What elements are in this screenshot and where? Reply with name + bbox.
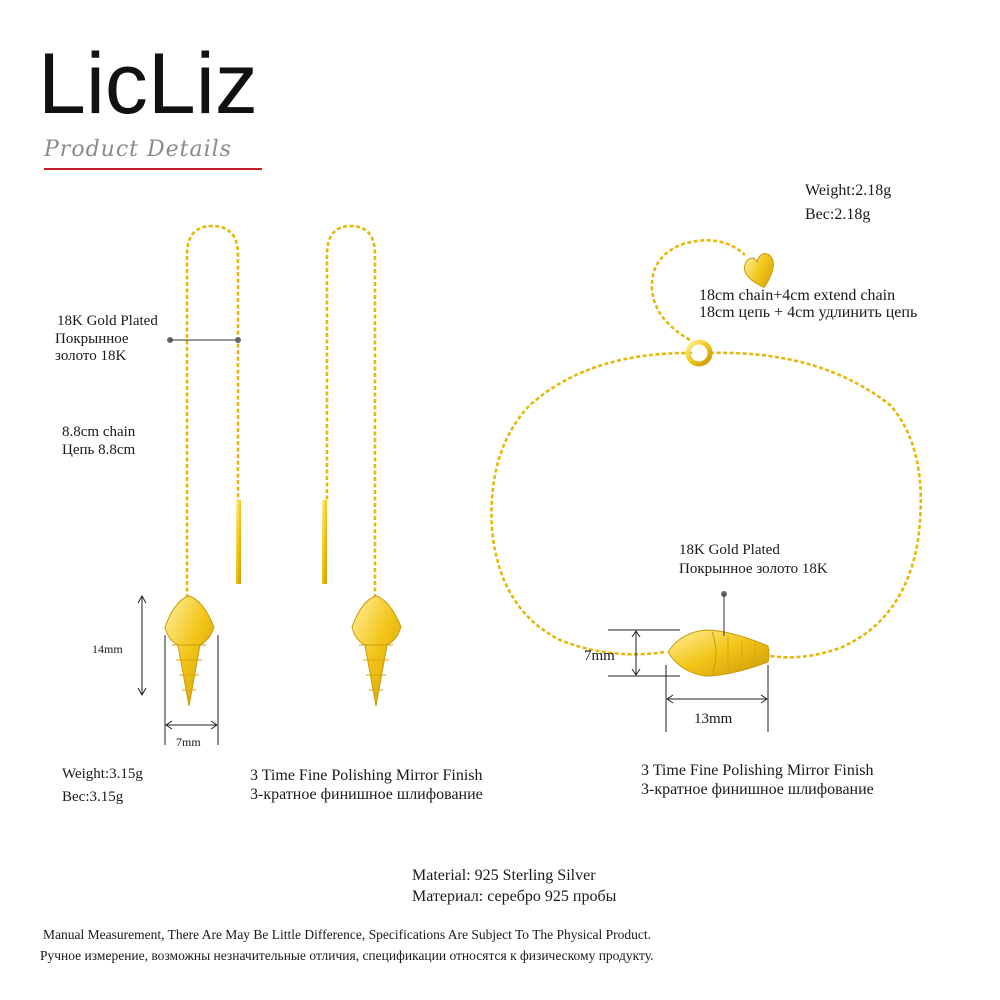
bracelet-finish-en: 3 Time Fine Polishing Mirror Finish xyxy=(641,762,874,779)
earring-width-label: 7mm xyxy=(176,735,201,749)
disclaimer-en: Manual Measurement, There Are May Be Lit… xyxy=(43,927,652,942)
brand-logo: LicLiz xyxy=(38,36,258,132)
earring-right xyxy=(325,224,377,598)
earring-height-label: 14mm xyxy=(92,642,123,656)
earring-weight-en: Weight:3.15g xyxy=(62,766,143,782)
earring-plating-ru-2: золото 18K xyxy=(55,348,127,364)
bracelet-width-label: 13mm xyxy=(694,711,733,727)
earring-right-cone xyxy=(351,595,402,707)
earring-plating-ru-1: Покрынное xyxy=(55,331,129,347)
earring-left-cone xyxy=(164,595,215,707)
bracelet-weight-en: Weight:2.18g xyxy=(805,182,892,199)
earring-weight-ru: Bec:3.15g xyxy=(62,789,124,805)
bracelet-plating-ru: Покрынное золото 18K xyxy=(679,561,828,577)
earring-right-bar xyxy=(322,500,327,584)
earring-finish-en: 3 Time Fine Polishing Mirror Finish xyxy=(250,767,483,784)
bracelet-chain-en: 18cm chain+4cm extend chain xyxy=(699,287,896,304)
earring-left xyxy=(185,224,240,598)
earring-left-bar xyxy=(236,500,241,584)
bracelet-cone xyxy=(667,629,770,677)
brand-tagline: Product Details xyxy=(44,137,232,162)
material-ru: Материал: серебро 925 пробы xyxy=(412,888,617,905)
disclaimer-ru: Ручное измерение, возможны незначительны… xyxy=(40,948,654,963)
earring-finish-ru: 3-кратное финишное шлифование xyxy=(250,786,483,803)
bracelet-finish-ru: 3-кратное финишное шлифование xyxy=(641,781,874,798)
bracelet-weight-ru: Bec:2.18g xyxy=(805,206,871,223)
earring-plating-en: 18K Gold Plated xyxy=(57,313,158,329)
material-en: Material: 925 Sterling Silver xyxy=(412,867,596,884)
bracelet-chain-ru: 18cm цепь + 4cm удлинить цепь xyxy=(699,304,918,321)
bracelet-height-label: 7mm xyxy=(584,648,615,664)
earring-chain-en: 8.8cm chain xyxy=(62,424,136,440)
tagline-underline xyxy=(44,168,262,170)
earring-chain-ru: Цепь 8.8cm xyxy=(62,442,136,458)
bracelet-plating-en: 18K Gold Plated xyxy=(679,542,780,558)
bracelet-chain xyxy=(490,239,923,659)
